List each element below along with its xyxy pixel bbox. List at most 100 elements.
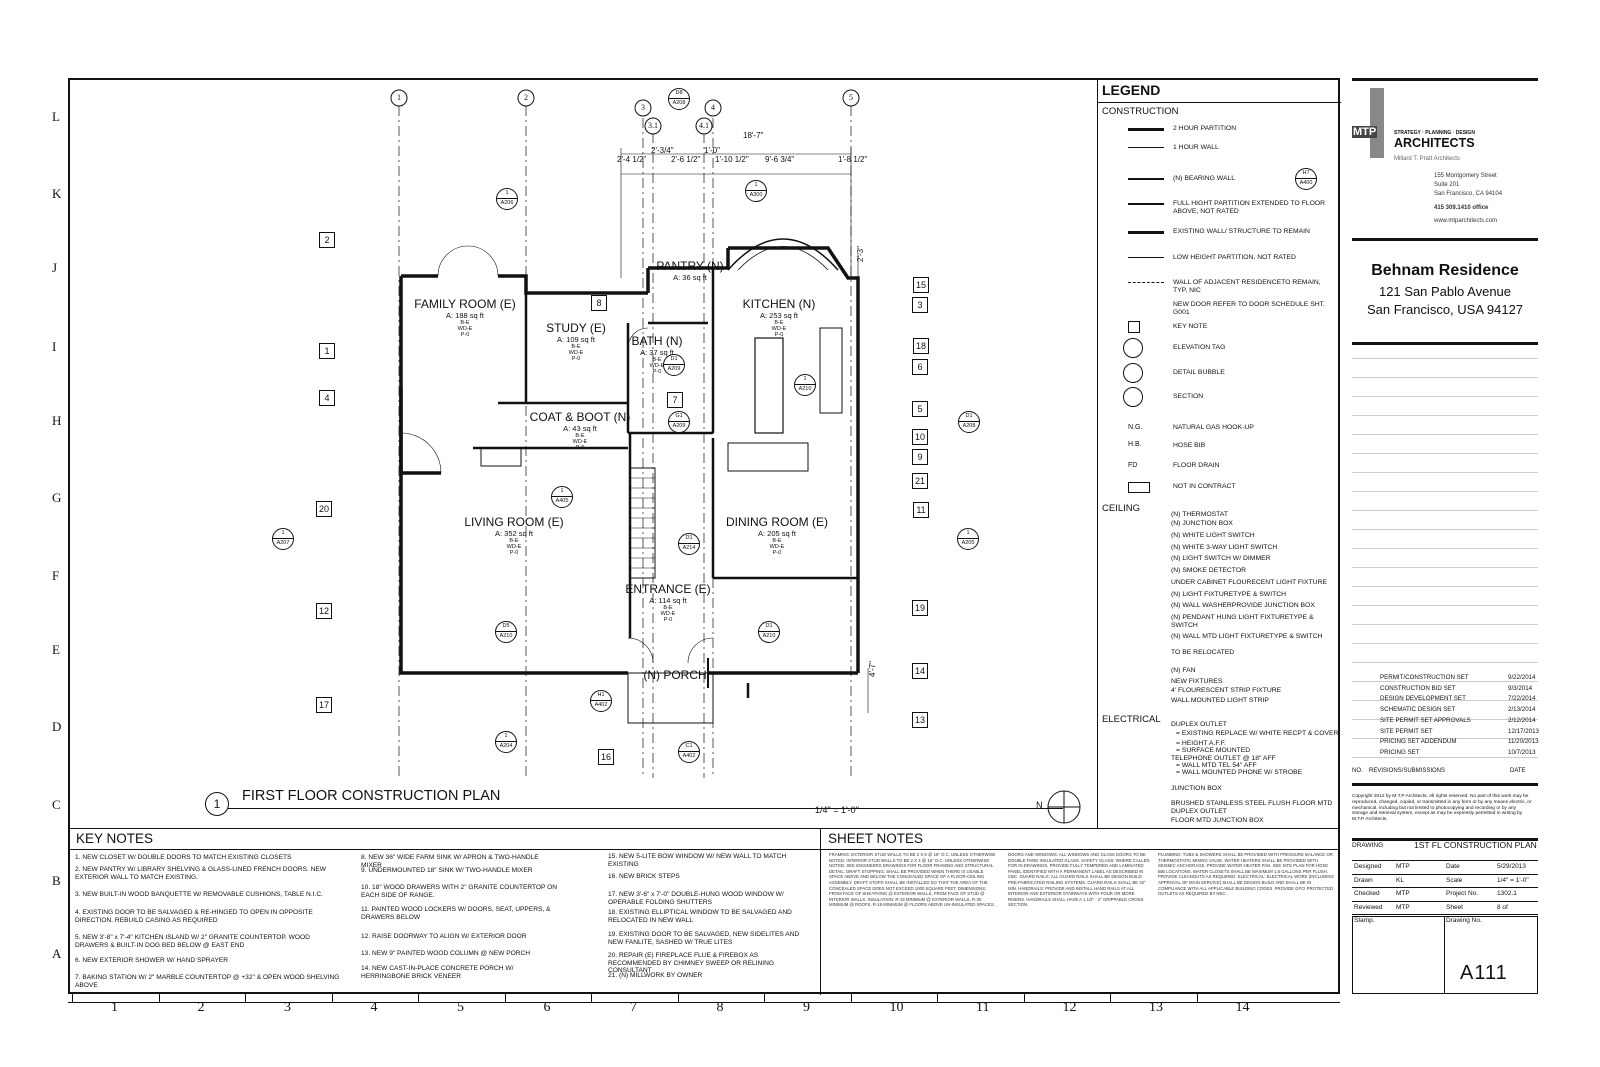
legend-construction-item: SECTION bbox=[1173, 393, 1204, 400]
legend-construction-item: KEY NOTE bbox=[1173, 323, 1208, 330]
keynote-tag: 16 bbox=[598, 749, 614, 765]
rev-date-header: DATE bbox=[1510, 768, 1526, 774]
section-tag-id: H1 bbox=[591, 691, 611, 701]
sheet-notes-rule bbox=[820, 849, 1340, 850]
room-area: A: 253 sq ft bbox=[760, 311, 798, 320]
firm-logo-mark bbox=[1370, 88, 1384, 158]
key-note: 8. NEW 36" WIDE FARM SINK W/ APRON & TWO… bbox=[361, 854, 539, 869]
dimension-label: 2'-3/4" bbox=[651, 146, 674, 155]
legend-line-symbol bbox=[1128, 128, 1164, 131]
section-icon bbox=[1123, 387, 1143, 407]
drawing-number-bubble: 1 bbox=[205, 792, 229, 816]
room-tag: B-E bbox=[575, 433, 585, 439]
revision-label: PERMIT/CONSTRUCTION SET bbox=[1380, 674, 1469, 681]
grid-row-label: B bbox=[52, 873, 61, 888]
address-line: Suite 201 bbox=[1434, 182, 1460, 188]
revision-date: 11/20/2013 bbox=[1508, 738, 1539, 746]
room-tag: WD-E bbox=[660, 611, 676, 617]
section-tag-id: D1 bbox=[679, 534, 699, 544]
field-key: Stamp. bbox=[1354, 917, 1375, 924]
legend-symbol-label: N.G. bbox=[1128, 424, 1143, 431]
revision-date: 9/22/2014 bbox=[1508, 674, 1536, 681]
field-value: 1/4" = 1'-0" bbox=[1497, 876, 1529, 884]
grid-bubble-label: 4 bbox=[711, 103, 715, 112]
legend-electrical-item: = HEIGHT A.F.F. bbox=[1176, 740, 1226, 747]
section-tag-sheet: A400 bbox=[1299, 180, 1313, 186]
grid-row-label: K bbox=[52, 186, 62, 201]
title-underline bbox=[228, 808, 1063, 809]
legend-ceiling-item: 4' FLOURESCENT STRIP FIXTURE bbox=[1171, 687, 1282, 694]
legend-electrical-item: = SURFACE MOUNTED bbox=[1176, 747, 1251, 754]
drawing-title: FIRST FLOOR CONSTRUCTION PLAN bbox=[242, 788, 501, 804]
grid-col-label: 9 bbox=[803, 1000, 810, 1015]
room-tag: B-E bbox=[571, 344, 581, 350]
dimension-label: 9'-6 3/4" bbox=[765, 155, 795, 164]
legend-ceiling-item: (N) THERMOSTAT bbox=[1171, 511, 1229, 518]
north-label: N bbox=[1036, 800, 1043, 810]
keynote-tag: 19 bbox=[912, 600, 928, 616]
keynote-icon bbox=[1128, 321, 1140, 333]
rev-row-line bbox=[1352, 624, 1538, 625]
section-tag-id: G1 bbox=[669, 412, 689, 422]
sheet-note-column: PLUMBING: TUBS & SHOWERS SHALL BE PROVID… bbox=[1158, 852, 1334, 897]
legend-ceiling-item: (N) JUNCTION BOX bbox=[1171, 520, 1233, 527]
drawing-label: DRAWING bbox=[1352, 842, 1384, 849]
section-tag-sheet: A209 bbox=[672, 423, 686, 429]
rev-row-line bbox=[1352, 377, 1538, 378]
section-tag-sheet: A208 bbox=[672, 100, 686, 106]
section-tag-id: 1 bbox=[958, 529, 978, 539]
grid-tick bbox=[245, 994, 246, 1002]
legend-ceiling-item: WALL MOUNTED LIGHT STRIP bbox=[1171, 697, 1269, 704]
rev-row-line bbox=[1352, 510, 1538, 511]
room-name: LIVING ROOM (E) bbox=[464, 515, 564, 529]
key-note: 11. PAINTED WOOD LOCKERS W/ DOORS, SEAT,… bbox=[361, 906, 551, 921]
grid-row-label: D bbox=[52, 719, 62, 734]
grid-col-label: 3 bbox=[284, 1000, 291, 1015]
keynote-tag: 20 bbox=[316, 501, 332, 517]
room-name: DINING ROOM (E) bbox=[726, 515, 828, 529]
revision-label: DESIGN DEVELOPMENT SET bbox=[1380, 695, 1466, 703]
field-rule bbox=[1352, 887, 1538, 888]
rev-row-line bbox=[1352, 738, 1538, 739]
legend-construction-item: WALL OF ADJACENT RESIDENCETO REMAIN, TYP… bbox=[1173, 279, 1321, 294]
rev-row-line bbox=[1352, 358, 1538, 359]
dimension-label: 2'-4 1/2" bbox=[617, 155, 647, 164]
project-address-2: San Francisco, USA 94127 bbox=[1366, 302, 1524, 317]
keynote-tag: 12 bbox=[316, 603, 332, 619]
grid-col-label: 1 bbox=[111, 1000, 118, 1015]
grid-tick bbox=[331, 994, 333, 1002]
field-value: MTP bbox=[1396, 903, 1410, 911]
grid-bubble-label: 3 bbox=[641, 103, 645, 112]
legend-ceiling-item: (N) WALL MTD LIGHT FIXTURETYPE & SWITCH bbox=[1171, 633, 1323, 640]
legend-construction-item: FLOOR DRAIN bbox=[1173, 462, 1220, 469]
grid-tick bbox=[418, 994, 419, 1002]
key-note: 19. EXISTING DOOR TO BE SALVAGED, NEW SI… bbox=[608, 931, 800, 946]
grid-col-label: 7 bbox=[630, 1000, 637, 1015]
legend-construction-item: NATURAL GAS HOOK-UP bbox=[1173, 424, 1254, 431]
room-tag: B-E bbox=[774, 320, 784, 326]
detail-bubble-icon bbox=[1123, 363, 1143, 383]
keynote-tag: 11 bbox=[913, 502, 929, 518]
dimension-label: 1'-0" bbox=[704, 146, 720, 155]
firm-tagline: STRATEGY · PLANNING · DESIGN bbox=[1394, 130, 1475, 136]
field-value: MTP bbox=[1396, 890, 1410, 897]
sheet-notes-title: SHEET NOTES bbox=[828, 831, 924, 846]
legend-ceiling-item: (N) LIGHT FIXTURETYPE & SWITCH bbox=[1171, 591, 1287, 598]
revision-date: 10/7/2013 bbox=[1508, 748, 1536, 756]
dimension-label: 2'-3" bbox=[856, 246, 865, 262]
rev-row-line bbox=[1352, 757, 1538, 758]
room-tag: WD-E bbox=[506, 544, 522, 550]
grid-tick bbox=[158, 994, 160, 1002]
rev-row-line bbox=[1352, 415, 1538, 416]
dimension-label: 1'-10 1/2" bbox=[715, 155, 749, 164]
key-note: 3. NEW BUILT-IN WOOD BANQUETTE W/ REMOVA… bbox=[75, 891, 323, 898]
keynote-tag: 6 bbox=[912, 359, 928, 375]
legend-construction-item: FULL HIGHT PARTITION EXTENDED TO FLOOR A… bbox=[1173, 200, 1326, 215]
field-key: Checked bbox=[1354, 890, 1380, 897]
